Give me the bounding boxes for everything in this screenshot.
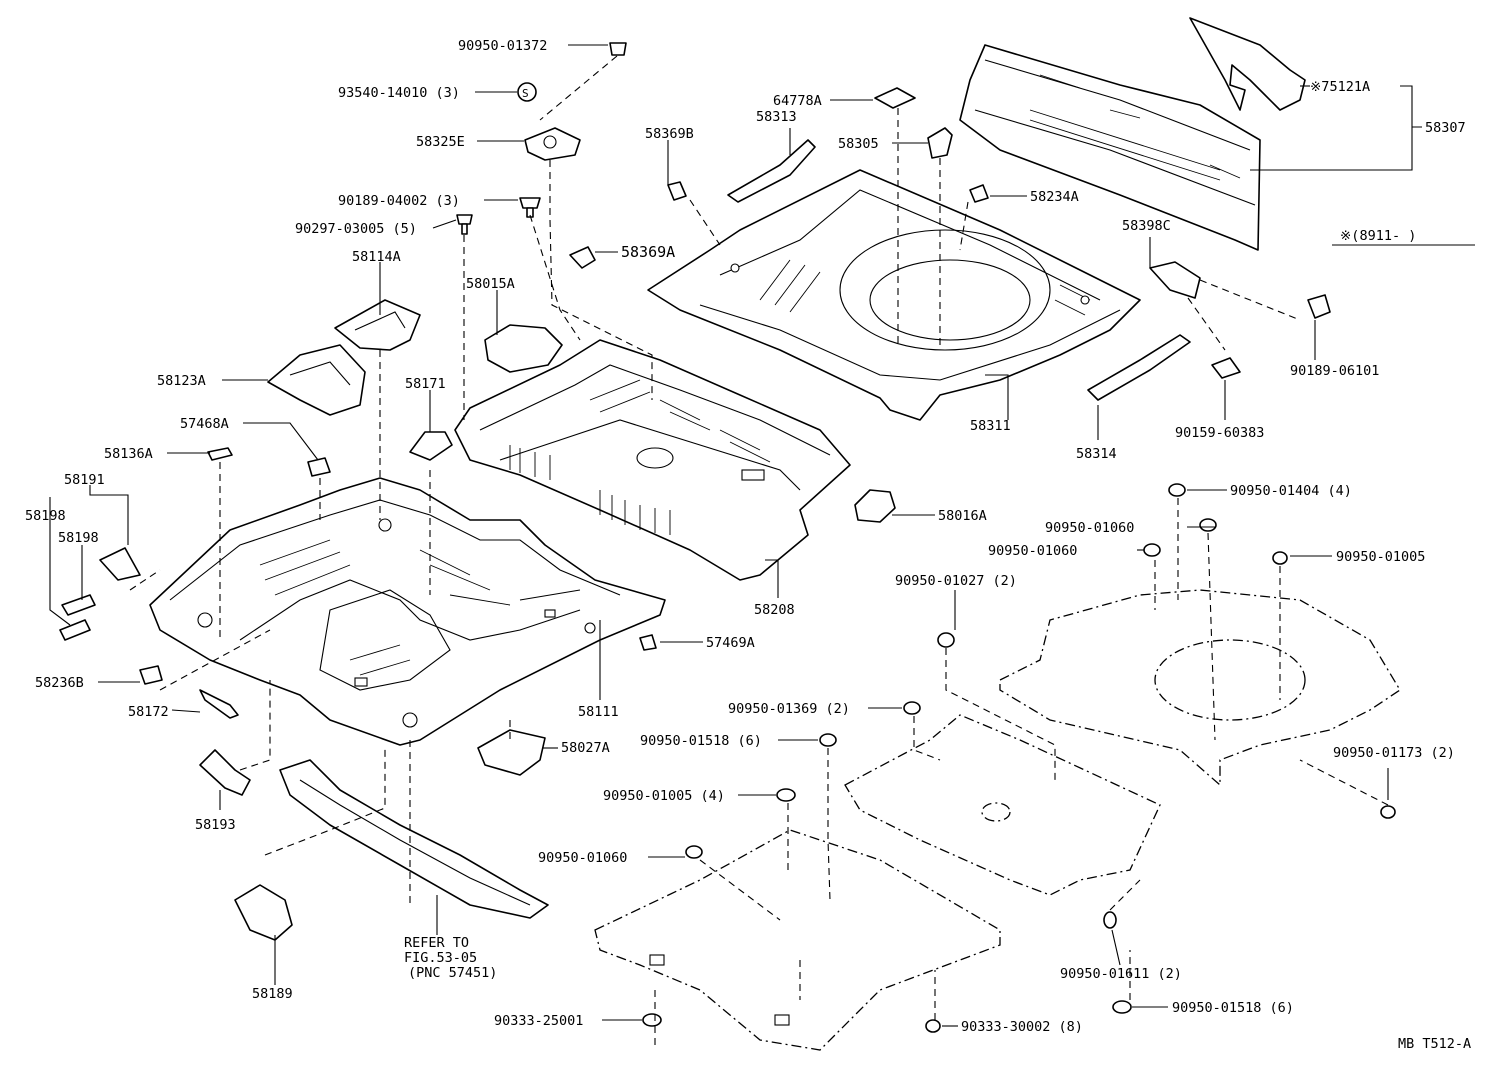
trunk-mat-outline: [999, 589, 1401, 787]
label-58198-a: 58198: [25, 508, 66, 524]
label-58236B: 58236B: [35, 675, 84, 691]
label-90189-04002: 90189-04002 (3): [338, 193, 460, 209]
label-90950-01518-b: 90950-01518 (6): [1172, 1000, 1294, 1016]
label-57468A: 57468A: [180, 416, 229, 432]
label-90950-01518-a: 90950-01518 (6): [640, 733, 762, 749]
label-58015A: 58015A: [466, 276, 515, 292]
bracket-58114A: [334, 299, 421, 351]
label-90189-06101: 90189-06101: [1290, 363, 1379, 379]
document-id: MB T512-A: [1398, 1036, 1471, 1052]
label-58314: 58314: [1076, 446, 1117, 462]
bracket-58189: [234, 884, 293, 941]
label-58114A: 58114A: [352, 249, 401, 265]
label-58189: 58189: [252, 986, 293, 1002]
label-75121A: ※75121A: [1310, 79, 1370, 95]
label-58305: 58305: [838, 136, 879, 152]
label-58123A: 58123A: [157, 373, 206, 389]
label-93540-14010: 93540-14010 (3): [338, 85, 460, 101]
mount-58325E: [524, 127, 581, 161]
label-90950-01060-a: 90950-01060: [1045, 520, 1134, 536]
plug-90950-01372: [609, 42, 627, 56]
rear-floor-mat-outline: [844, 714, 1161, 896]
clip-57468A: [307, 457, 331, 477]
clip-58136A: [207, 447, 233, 461]
bolt-90189-06101: [1307, 294, 1331, 319]
rear-panel-58307: [959, 44, 1261, 251]
plugs: [642, 483, 1396, 1033]
front-floor-mat-outline: [594, 829, 1001, 1051]
label-90950-01005-a: 90950-01005: [1336, 549, 1425, 565]
part-labels: 90950-01372 93540-14010 (3) 58325E 90189…: [25, 38, 1471, 1052]
label-58027A: 58027A: [561, 740, 610, 756]
hook-58172: [199, 689, 239, 719]
bolt-90189-04002: [519, 197, 541, 218]
nut-93540-14010: S: [517, 82, 537, 102]
label-90950-01404: 90950-01404 (4): [1230, 483, 1352, 499]
label-refer-fig: FIG.53-05: [404, 950, 477, 966]
label-58016A: 58016A: [938, 508, 987, 524]
label-58311: 58311: [970, 418, 1011, 434]
screw-90297-03005: [456, 214, 473, 235]
clip-57469A: [639, 634, 657, 651]
front-floor-pan-58111: [149, 477, 666, 746]
clip-58369A: [569, 246, 596, 269]
pad-64778A: [874, 87, 916, 109]
label-58191: 58191: [64, 472, 105, 488]
bracket-58398C: [1149, 261, 1201, 299]
label-90950-01173: 90950-01173 (2): [1333, 745, 1455, 761]
strip-58313: [727, 139, 816, 203]
label-57469A: 57469A: [706, 635, 755, 651]
label-58171: 58171: [405, 376, 446, 392]
label-58234A: 58234A: [1030, 189, 1079, 205]
label-refer-to: REFER TO: [404, 935, 469, 951]
label-90297-03005: 90297-03005 (5): [295, 221, 417, 237]
crossmember-57451: [279, 759, 549, 919]
bolt-90159-60383: [1211, 357, 1241, 379]
label-90950-01611: 90950-01611 (2): [1060, 966, 1182, 982]
label-58172: 58172: [128, 704, 169, 720]
strip-58314: [1087, 334, 1191, 401]
clip-58234A: [969, 184, 989, 203]
label-note-8911: ※(8911- ): [1340, 228, 1416, 244]
bracket-75121A: [1189, 17, 1306, 111]
label-58111: 58111: [578, 704, 619, 720]
center-floor-pan-58208: [454, 339, 851, 581]
svg-text:S: S: [522, 87, 529, 100]
assembly-dashed-lines: [129, 55, 1389, 1045]
label-90950-01372: 90950-01372: [458, 38, 547, 54]
bracket-58198-set: [59, 547, 141, 641]
label-58136A: 58136A: [104, 446, 153, 462]
retainer-58305: [927, 127, 953, 159]
bracket-58027A: [477, 729, 546, 776]
label-90950-01369: 90950-01369 (2): [728, 701, 850, 717]
cover-58016A: [854, 489, 896, 523]
leader-lines: [49, 44, 1475, 1027]
clip-58369B: [667, 181, 687, 201]
label-90950-01005-b: 90950-01005 (4): [603, 788, 725, 804]
label-90333-25001: 90333-25001: [494, 1013, 583, 1029]
clip-58236B: [139, 665, 163, 685]
label-58307: 58307: [1425, 120, 1466, 136]
label-58208: 58208: [754, 602, 795, 618]
rear-floor-pan-58311: [647, 169, 1141, 421]
label-58198-b: 58198: [58, 530, 99, 546]
cover-58015A: [484, 324, 563, 373]
label-90159-60383: 90159-60383: [1175, 425, 1264, 441]
label-58369A: 58369A: [621, 243, 675, 261]
bracket-58193: [199, 749, 251, 796]
label-90950-01027: 90950-01027 (2): [895, 573, 1017, 589]
label-58325E: 58325E: [416, 134, 465, 150]
label-90333-30002: 90333-30002 (8): [961, 1019, 1083, 1035]
label-90950-01060-b: 90950-01060: [988, 543, 1077, 559]
label-90950-01060-c: 90950-01060: [538, 850, 627, 866]
label-refer-pnc: (PNC 57451): [408, 965, 497, 981]
label-58193: 58193: [195, 817, 236, 833]
label-58398C: 58398C: [1122, 218, 1171, 234]
label-58369B: 58369B: [645, 126, 694, 142]
label-64778A: 64778A: [773, 93, 822, 109]
plug-58171: [409, 431, 453, 461]
reinforcement-58123A: [267, 344, 366, 416]
label-58313: 58313: [756, 109, 797, 125]
